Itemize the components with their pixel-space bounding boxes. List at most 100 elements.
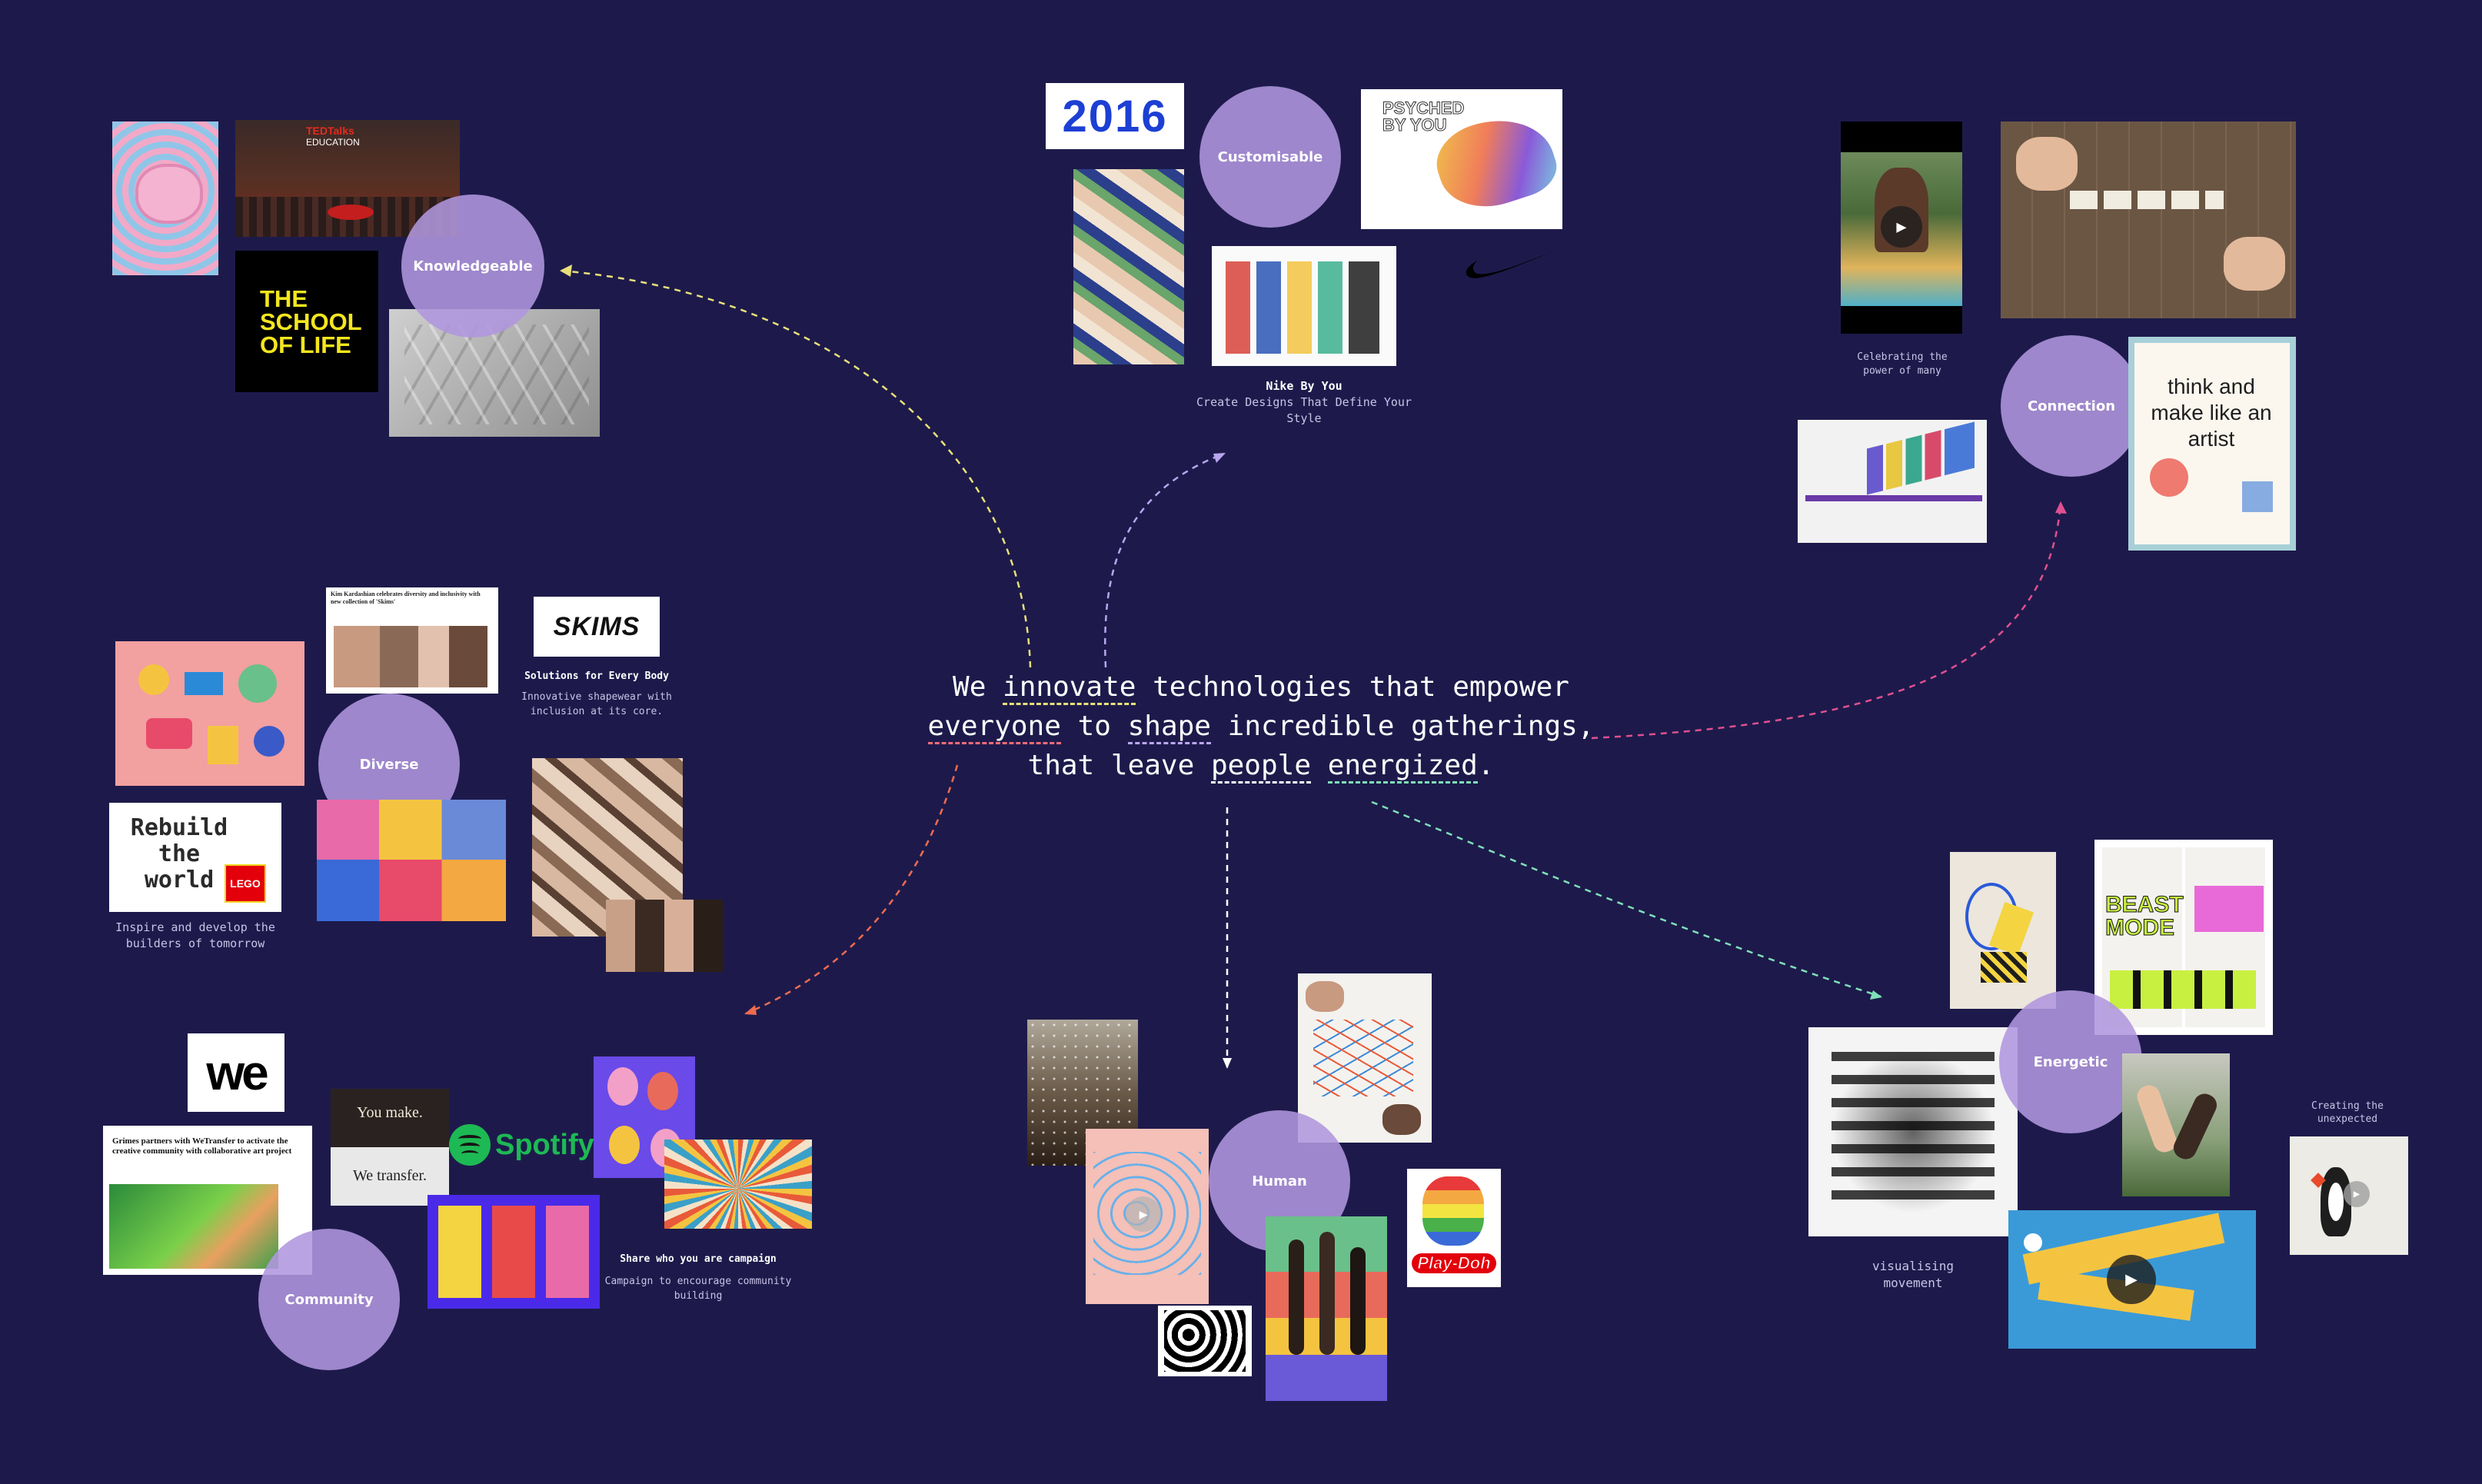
lego-rebuild-text: Rebuild the world (130, 814, 228, 893)
nike-designs-tile (1212, 246, 1396, 366)
link-connection (1591, 503, 2062, 740)
beast-mode-posters-tile: BEAST MODE (2094, 840, 2273, 1035)
confetti-crowd-tile (1027, 1020, 1138, 1166)
kim-headline: Kim Kardashian celebrates diversity and … (331, 591, 481, 605)
light-tunnel-tile (664, 1140, 812, 1229)
dominoes-tile (2001, 121, 2296, 318)
keyword-people: people (1210, 750, 1311, 784)
link-customisable (1104, 452, 1225, 668)
node-energetic[interactable]: Energetic (1999, 990, 2142, 1133)
lego-rebuild-tile: Rebuild the world LEGO (109, 803, 281, 912)
mission-text: that leave (1027, 750, 1211, 781)
playdoh-tile: Play-Doh (1407, 1169, 1501, 1287)
lego-caption: Inspire and develop the builders of tomo… (115, 920, 275, 950)
string-art-video-tile[interactable]: ▶ (1086, 1129, 1209, 1304)
nike-caption: Nike By You Create Designs That Define Y… (1196, 378, 1412, 427)
stairs-wall-tile (1798, 420, 1987, 543)
play-icon[interactable]: ▶ (2344, 1181, 2370, 1207)
arrow-customisable (1213, 453, 1226, 463)
think-make-text: think and make like an artist (2151, 374, 2272, 451)
penguin-video-tile[interactable]: ▶ (2290, 1136, 2408, 1255)
we-logo-text: we (206, 1045, 268, 1100)
psyched-by-you-tile: PSYCHED BY YOU (1361, 89, 1562, 229)
link-community (745, 764, 959, 1015)
playdoh-logo: Play-Doh (1412, 1253, 1496, 1273)
you-make-text: You make. (357, 1104, 423, 1121)
3d-shapes-tile (115, 641, 304, 786)
spotify-caption-title: Share who you are campaign (620, 1253, 777, 1265)
share-campaign-posters-tile (428, 1195, 600, 1309)
skims-caption: Solutions for Every Body Innovative shap… (514, 669, 680, 719)
skims-caption-title: Solutions for Every Body (524, 670, 669, 682)
mission-line-3: that leave people energized. (830, 746, 1692, 785)
play-icon[interactable]: ▶ (2107, 1255, 2156, 1304)
nike-caption-sub: Create Designs That Define Your Style (1196, 395, 1412, 425)
play-icon[interactable]: ▶ (1126, 1196, 1161, 1232)
2016-text: 2016 (1062, 91, 1168, 141)
mission-statement: We innovate technologies that empower ev… (830, 667, 1692, 785)
think-make-book-tile: think and make like an artist (2128, 337, 2296, 551)
link-energetic (1371, 800, 1881, 998)
node-knowledgeable[interactable]: Knowledgeable (401, 195, 544, 338)
play-icon[interactable]: ▶ (1881, 206, 1922, 248)
spotify-logo: Spotify (449, 1124, 594, 1166)
celebrating-caption: Celebrating the power of many (1857, 351, 1948, 377)
spotify-caption-sub: Campaign to encourage community building (604, 1276, 792, 1302)
keyword-shape: shape (1127, 710, 1211, 744)
brain-illustration-tile (112, 121, 218, 275)
celebrating-video-tile[interactable]: ▶ (1841, 121, 1962, 334)
mission-text: . (1477, 750, 1495, 781)
arrow-human (1223, 1058, 1232, 1069)
keyword-innovate: innovate (1003, 671, 1136, 705)
we-logo-tile: we (188, 1033, 284, 1112)
we-transfer-text: We transfer. (352, 1167, 428, 1184)
skims-text: SKIMS (553, 611, 640, 641)
beast-mode-text: BEAST MODE (2105, 892, 2184, 940)
node-customisable[interactable]: Customisable (1199, 86, 1341, 228)
yellow-sculpture-video-tile[interactable]: ▶ (2008, 1210, 2256, 1349)
keyword-everyone: everyone (927, 710, 1061, 744)
hands-strings-tile (1298, 973, 1432, 1143)
portraits-grid-tile (317, 800, 506, 921)
arrow-knowledgeable (560, 265, 572, 277)
arrow-connection (2055, 501, 2067, 514)
you-make-we-transfer-tile: You make. We transfer. (331, 1089, 449, 1206)
grimes-headline: Grimes partners with WeTransfer to activ… (112, 1136, 292, 1156)
abstract-poster-tile (1950, 852, 2056, 1009)
node-community[interactable]: Community (258, 1229, 400, 1370)
skims-caption-sub: Innovative shapewear with inclusion at i… (521, 691, 672, 717)
kim-article-tile: Kim Kardashian celebrates diversity and … (326, 587, 498, 694)
nike-swoosh-icon (1464, 246, 1561, 284)
link-knowledgeable (561, 269, 1032, 668)
mission-text: technologies that empower (1136, 671, 1569, 703)
spotify-logo-icon (449, 1124, 491, 1166)
shapewear-models-tile (606, 900, 723, 972)
spotify-caption: Share who you are campaign Campaign to e… (600, 1252, 797, 1303)
jumping-people-tile (2122, 1053, 2230, 1196)
node-connection[interactable]: Connection (2001, 335, 2142, 477)
spotify-text: Spotify (495, 1128, 594, 1161)
skims-logo-tile: SKIMS (534, 597, 660, 657)
nike-caption-title: Nike By You (1266, 379, 1342, 393)
2016-logo-tile: 2016 (1046, 83, 1184, 149)
keyword-energized: energized (1327, 750, 1478, 784)
black-white-type-tile (1158, 1306, 1252, 1376)
school-of-life-text: THE SCHOOL OF LIFE (260, 285, 362, 358)
colorful-group-tile (1266, 1216, 1387, 1401)
mission-line-1: We innovate technologies that empower (830, 667, 1692, 707)
mission-text: We (953, 671, 1003, 703)
mission-line-2: everyone to shape incredible gatherings, (830, 707, 1692, 746)
psyched-text: PSYCHED BY YOU (1382, 98, 1465, 135)
education-label: EDUCATION (306, 137, 360, 148)
mission-text (1311, 750, 1328, 781)
ted-label: TEDTalks (306, 125, 354, 137)
lego-logo: LEGO (225, 864, 266, 903)
school-of-life-tile: THE SCHOOL OF LIFE (235, 251, 378, 392)
visualising-caption: visualising movement (1872, 1259, 1954, 1290)
mission-text: to (1060, 710, 1128, 742)
arrow-energetic (1870, 990, 1882, 1000)
phone-cases-tile (1073, 169, 1184, 364)
unexpected-caption: Creating the unexpected (2311, 1100, 2384, 1125)
arrow-community (744, 1005, 757, 1015)
